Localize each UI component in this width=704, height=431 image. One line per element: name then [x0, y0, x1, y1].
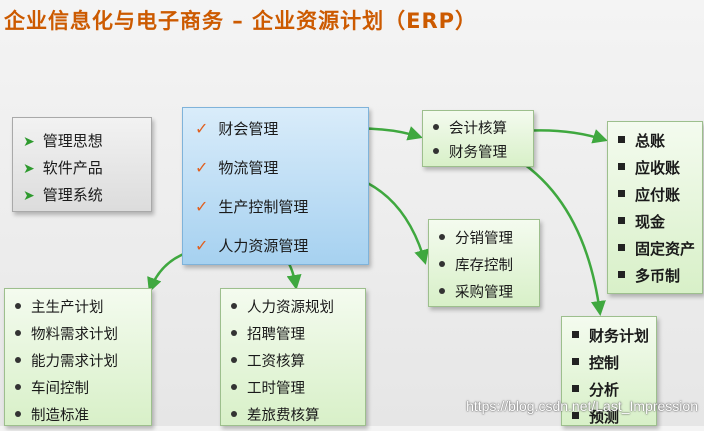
bullet-icon — [618, 190, 625, 197]
list-item: 分析 — [572, 377, 656, 404]
hr-box: 人力资源规划 招聘管理 工资核算 工时管理 差旅费核算 — [220, 288, 366, 426]
bullet-icon — [618, 136, 625, 143]
check-icon: ✓ — [195, 158, 209, 177]
list-item: 制造标准 — [15, 403, 151, 430]
arrow-bullet-icon: ➤ — [23, 161, 35, 177]
list-item: 车间控制 — [15, 376, 151, 403]
list-item: 应付账 — [618, 182, 702, 209]
bullet-icon — [572, 385, 579, 392]
list-item: 现金 — [618, 209, 702, 236]
bullet-icon — [15, 330, 21, 336]
bullet-icon — [572, 358, 579, 365]
bullet-icon — [231, 330, 237, 336]
finance-box: 财务计划 控制 分析 预测 — [561, 316, 657, 426]
list-item: 分销管理 — [439, 226, 539, 253]
ledger-box: 总账 应收账 应付账 现金 固定资产 多币制 — [607, 121, 703, 294]
bullet-icon — [433, 148, 439, 154]
bullet-icon — [231, 384, 237, 390]
list-item: ✓财会管理 — [195, 119, 279, 138]
list-item: 多币制 — [618, 263, 702, 290]
bullet-icon — [439, 261, 445, 267]
list-item: 控制 — [572, 350, 656, 377]
bullet-icon — [618, 244, 625, 251]
bullet-icon — [618, 217, 625, 224]
check-icon: ✓ — [195, 197, 209, 216]
bullet-icon — [618, 163, 625, 170]
accounting-box: 会计核算 财务管理 — [422, 110, 534, 167]
list-item: 财务管理 — [433, 141, 533, 165]
list-item: 采购管理 — [439, 280, 539, 307]
bullet-icon — [572, 331, 579, 338]
list-item: 差旅费核算 — [231, 403, 365, 430]
list-item: 应收账 — [618, 155, 702, 182]
bullet-icon — [15, 357, 21, 363]
arrow-bullet-icon: ➤ — [23, 134, 35, 150]
list-item: ✓生产控制管理 — [195, 197, 309, 216]
list-item: 物料需求计划 — [15, 322, 151, 349]
bullet-icon — [15, 303, 21, 309]
check-icon: ✓ — [195, 236, 209, 255]
erp-modules-box: ✓财会管理 ✓物流管理 ✓生产控制管理 ✓人力资源管理 — [182, 107, 369, 265]
list-item: 库存控制 — [439, 253, 539, 280]
list-item: 工时管理 — [231, 376, 365, 403]
bullet-icon — [439, 234, 445, 240]
bullet-icon — [15, 384, 21, 390]
bullet-icon — [15, 411, 21, 417]
list-item: 固定资产 — [618, 236, 702, 263]
list-item: 会计核算 — [433, 117, 533, 141]
watermark: https://blog.csdn.net/Last_Impression — [466, 398, 698, 414]
list-item: 工资核算 — [231, 349, 365, 376]
bullet-icon — [231, 411, 237, 417]
list-item: 预测 — [572, 404, 656, 431]
list-item: ➤管理思想 — [23, 132, 103, 150]
bullet-icon — [231, 303, 237, 309]
bullet-icon — [618, 271, 625, 278]
bullet-icon — [231, 357, 237, 363]
list-item: ✓物流管理 — [195, 158, 279, 177]
bullet-icon — [572, 412, 579, 419]
list-item: 人力资源规划 — [231, 295, 365, 322]
check-icon: ✓ — [195, 119, 209, 138]
page-title: 企业信息化与电子商务 – 企业资源计划（ERP） — [4, 9, 478, 33]
arrow-accounting-to-ledger — [522, 129, 608, 144]
erp-definition-box: ➤管理思想 ➤软件产品 ➤管理系统 — [12, 117, 152, 212]
list-item: 主生产计划 — [15, 295, 151, 322]
list-item: 总账 — [618, 128, 702, 155]
list-item: 招聘管理 — [231, 322, 365, 349]
logistics-box: 分销管理 库存控制 采购管理 — [428, 219, 540, 307]
bullet-icon — [439, 288, 445, 294]
arrow-finmgmt-to-finance — [511, 154, 606, 316]
list-item: ➤软件产品 — [23, 159, 103, 177]
list-item: ➤管理系统 — [23, 186, 103, 204]
list-item: ✓人力资源管理 — [195, 236, 309, 255]
list-item: 财务计划 — [572, 323, 656, 350]
bullet-icon — [433, 124, 439, 130]
production-box: 主生产计划 物料需求计划 能力需求计划 车间控制 制造标准 — [4, 288, 152, 426]
arrow-bullet-icon: ➤ — [23, 188, 35, 204]
list-item: 能力需求计划 — [15, 349, 151, 376]
